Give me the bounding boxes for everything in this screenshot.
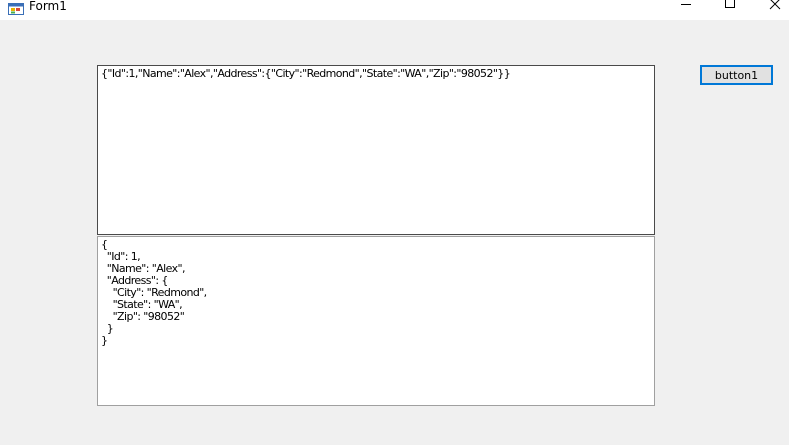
maximize-icon [724,0,736,12]
button1[interactable]: button1 [700,65,773,85]
json-indented-textbox[interactable]: { "Id": 1, "Name": "Alex", "Address": { … [97,236,655,406]
title-bar[interactable]: Form1 [0,0,789,20]
minimize-icon [680,0,692,12]
json-compact-textbox[interactable]: {"Id":1,"Name":"Alex","Address":{"City":… [97,65,655,235]
maximize-button[interactable] [707,0,753,20]
window-title: Form1 [29,0,67,13]
winforms-app-icon [8,0,24,15]
close-button[interactable] [752,0,789,20]
close-icon [769,0,781,12]
minimize-button[interactable] [663,0,709,20]
